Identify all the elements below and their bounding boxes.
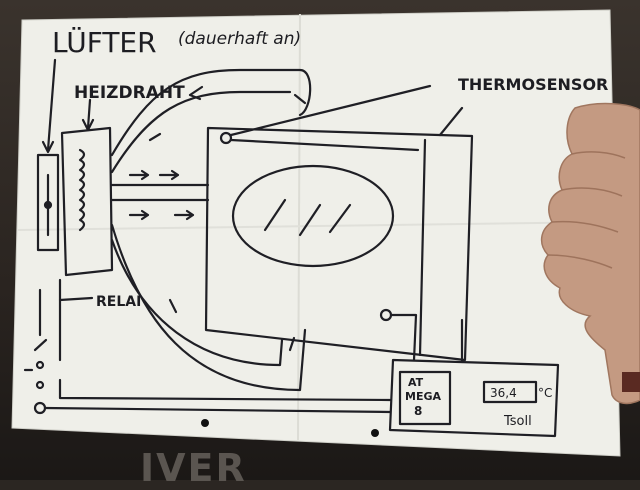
heater-label-pointer (86, 98, 92, 130)
finger-crease-2 (561, 187, 623, 197)
airflow-arrow-6 (173, 209, 195, 221)
airflow-arrow-4 (158, 169, 180, 181)
heater-label-pointer-head (81, 118, 95, 132)
fan-label-pointer-head (41, 140, 55, 154)
display-value: 36,4 (490, 386, 517, 400)
thermosensor-label-pointer (438, 106, 464, 137)
controller-board (388, 358, 560, 438)
paper-hole-1 (201, 419, 209, 427)
display-label: Tsoll (503, 414, 532, 429)
control-wire (58, 378, 392, 402)
mcu-label-line1: AT (408, 376, 424, 389)
ground-wire (43, 406, 392, 414)
hand-fingers (540, 102, 640, 405)
bread-loaf (231, 164, 395, 268)
airflow-loop-upper-inner (110, 90, 292, 174)
airflow-arrow-2 (148, 132, 162, 142)
paper-sheet (11, 9, 621, 457)
hand (540, 102, 640, 405)
thermosensor-label: THERMOSENSOR (458, 75, 608, 94)
airflow-arrow-1 (188, 85, 204, 101)
thermo-sensor-point (219, 131, 233, 145)
paper-fold-horizontal (17, 221, 616, 231)
fan-housing (36, 153, 60, 252)
heater-duct (60, 126, 114, 277)
airflow-loop-upper-outer (110, 68, 312, 157)
chamber-box (204, 126, 474, 362)
fan-hub (43, 200, 53, 210)
finger-crease-3 (551, 220, 619, 233)
bread-cut-2 (298, 203, 322, 237)
relay-switch (33, 338, 48, 352)
airflow-arrow-7 (293, 93, 307, 105)
chamber-inner-wall (418, 138, 427, 357)
bread-cut-3 (328, 203, 352, 234)
heater-coil (78, 148, 86, 232)
heater-wire-label: HEIZDRAHT (74, 83, 185, 103)
mcu-label-line2: MEGA (405, 390, 441, 403)
terminal-1 (35, 360, 45, 370)
finger-crease-4 (547, 254, 613, 269)
atmega-chip (398, 370, 452, 426)
bread-cut-1 (263, 198, 287, 232)
airflow-arrow-5 (128, 209, 150, 221)
sensor-wire-in-chamber (229, 138, 420, 152)
temperature-display (482, 380, 538, 404)
airflow-arrow-3 (128, 169, 150, 181)
finger-crease-1 (571, 151, 626, 159)
airflow-arrow-8 (168, 298, 178, 314)
fan-label-pointer (46, 58, 57, 152)
wristband (622, 372, 640, 392)
fan-label: LÜFTER (52, 25, 157, 59)
airflow-loop-lower-inner (110, 238, 284, 367)
relay-label: RELAI (96, 294, 141, 310)
sketch-paper: LÜFTER (dauerhaft an) HEIZDRAHT THERMOSE… (11, 9, 621, 457)
sensor-pointer-line (229, 84, 432, 137)
airflow-loop-lower-outer (110, 223, 307, 392)
display-unit: °C (538, 386, 552, 400)
fan-note-label: (dauerhaft an) (178, 29, 301, 49)
sensor-wire-down (389, 313, 418, 362)
mcu-label-line3: 8 (414, 404, 422, 418)
airflow-arrow-9 (288, 336, 296, 352)
terminal-2 (35, 380, 45, 390)
paper-hole-2 (371, 429, 379, 437)
